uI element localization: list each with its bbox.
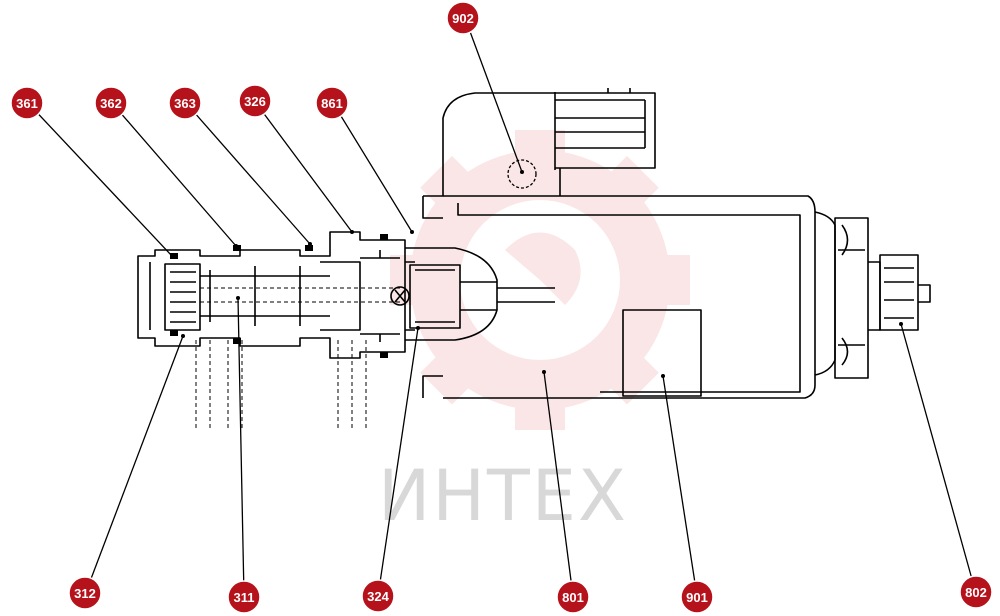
o-rings [170,234,388,358]
callout-801-label: 801 [562,590,584,605]
rear-nut-assembly [814,211,931,379]
callout-311: 311 [227,580,261,614]
callout-861-label: 861 [321,96,343,111]
callout-324-label: 324 [367,589,389,604]
leader-362 [111,102,237,247]
callout-362: 362 [94,86,128,120]
callout-901-label: 901 [686,590,708,605]
callout-326: 326 [238,84,272,118]
valve-sleeve [137,231,415,359]
leader-lines [27,17,976,597]
leader-324 [377,327,419,597]
detail-circle-902 [507,159,537,189]
watermark-logo [390,130,690,430]
callout-902-label: 902 [452,11,474,26]
callout-362-label: 362 [100,96,122,111]
callout-802: 802 [959,575,993,609]
watermark-text: ИНТЕХ [378,455,628,537]
watermark-inner-mark [505,232,581,305]
solenoid-body [422,195,816,399]
hidden-lines [195,287,400,430]
leader-326 [255,102,353,233]
plunger-core [390,247,555,341]
connector-housing [423,88,656,197]
leader-902 [464,17,523,173]
callout-312-label: 312 [74,586,96,601]
leader-802 [900,323,976,591]
leader-dots [170,170,903,378]
callout-361: 361 [10,86,44,120]
callout-312: 312 [68,576,102,610]
callout-902: 902 [446,1,480,35]
leader-801 [543,371,574,597]
callout-363-label: 363 [174,96,196,111]
leader-861 [332,102,413,233]
callout-324: 324 [361,579,395,613]
callout-311-label: 311 [234,590,255,605]
callouts: 902 361 362 363 326 861 312 311 [10,1,993,614]
callout-802-label: 802 [965,585,987,600]
callout-861: 861 [315,86,349,120]
callout-801: 801 [556,580,590,614]
leader-312 [85,335,184,593]
callout-326-label: 326 [244,94,266,109]
callout-901: 901 [680,580,714,614]
leader-901 [662,375,698,597]
callout-363: 363 [168,86,202,120]
callout-361-label: 361 [16,96,38,111]
leader-311 [237,297,245,597]
leader-363 [185,102,311,245]
watermark-gear-hole [460,200,620,360]
valve-line-drawing [137,88,931,430]
leader-361 [27,102,173,257]
